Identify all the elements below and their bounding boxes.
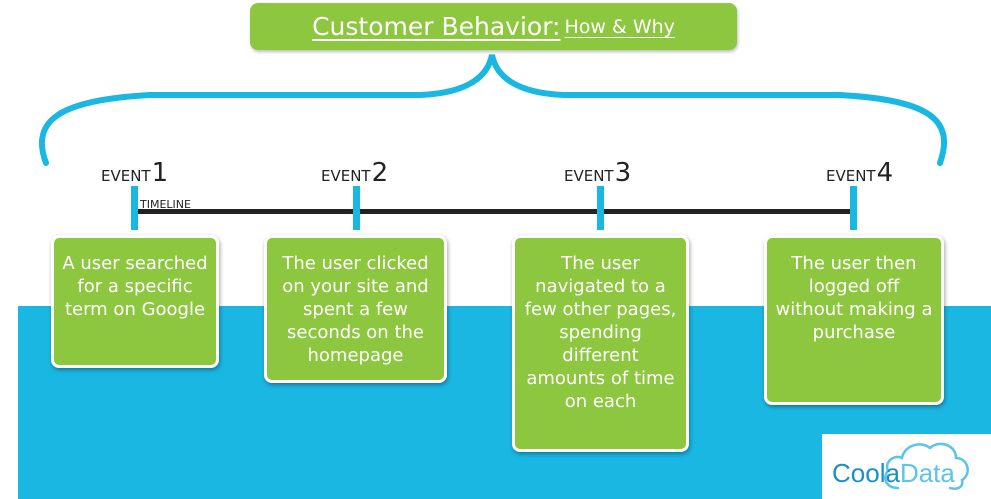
timeline-tick-2 <box>353 186 360 230</box>
event-word: EVENT <box>321 167 371 185</box>
cloud-icon <box>884 442 969 490</box>
event-number: 3 <box>614 158 632 188</box>
title-main: Customer Behavior: <box>312 12 561 41</box>
event-word: EVENT <box>101 167 151 185</box>
event-card-1: A user searched for a specific term on G… <box>51 235 219 368</box>
timeline-tick-4 <box>850 186 857 230</box>
timeline-tick-1 <box>131 186 138 230</box>
event-card-4: The user then logged off without making … <box>764 235 944 405</box>
title-banner: Customer Behavior: How & Why <box>250 3 737 50</box>
event-card-text: The user clicked on your site and spent … <box>282 253 429 366</box>
logo-part-1: Coola <box>832 458 900 488</box>
event-number: 1 <box>151 158 169 188</box>
logo-part-2: Data <box>899 458 955 488</box>
event-card-text: A user searched for a specific term on G… <box>62 253 208 320</box>
event-number: 4 <box>876 158 894 188</box>
event-number: 2 <box>371 158 389 188</box>
event-word: EVENT <box>826 167 876 185</box>
timeline-tick-3 <box>597 186 604 230</box>
event-label-4: EVENT4 <box>826 158 893 188</box>
event-label-2: EVENT2 <box>321 158 388 188</box>
event-word: EVENT <box>564 167 614 185</box>
event-card-text: The user then logged off without making … <box>775 253 933 343</box>
title-sub: How & Why <box>564 15 675 38</box>
timeline-line <box>133 209 853 214</box>
logo: CoolaData <box>832 458 955 489</box>
event-card-text: The user navigated to a few other pages,… <box>524 253 677 412</box>
event-card-3: The user navigated to a few other pages,… <box>512 235 689 452</box>
event-label-3: EVENT3 <box>564 158 631 188</box>
event-label-1: EVENT1 <box>101 158 168 188</box>
event-card-2: The user clicked on your site and spent … <box>264 235 447 383</box>
curly-brace <box>39 54 947 166</box>
timeline-label: TIMELINE <box>140 198 191 211</box>
logo-panel <box>822 434 991 499</box>
